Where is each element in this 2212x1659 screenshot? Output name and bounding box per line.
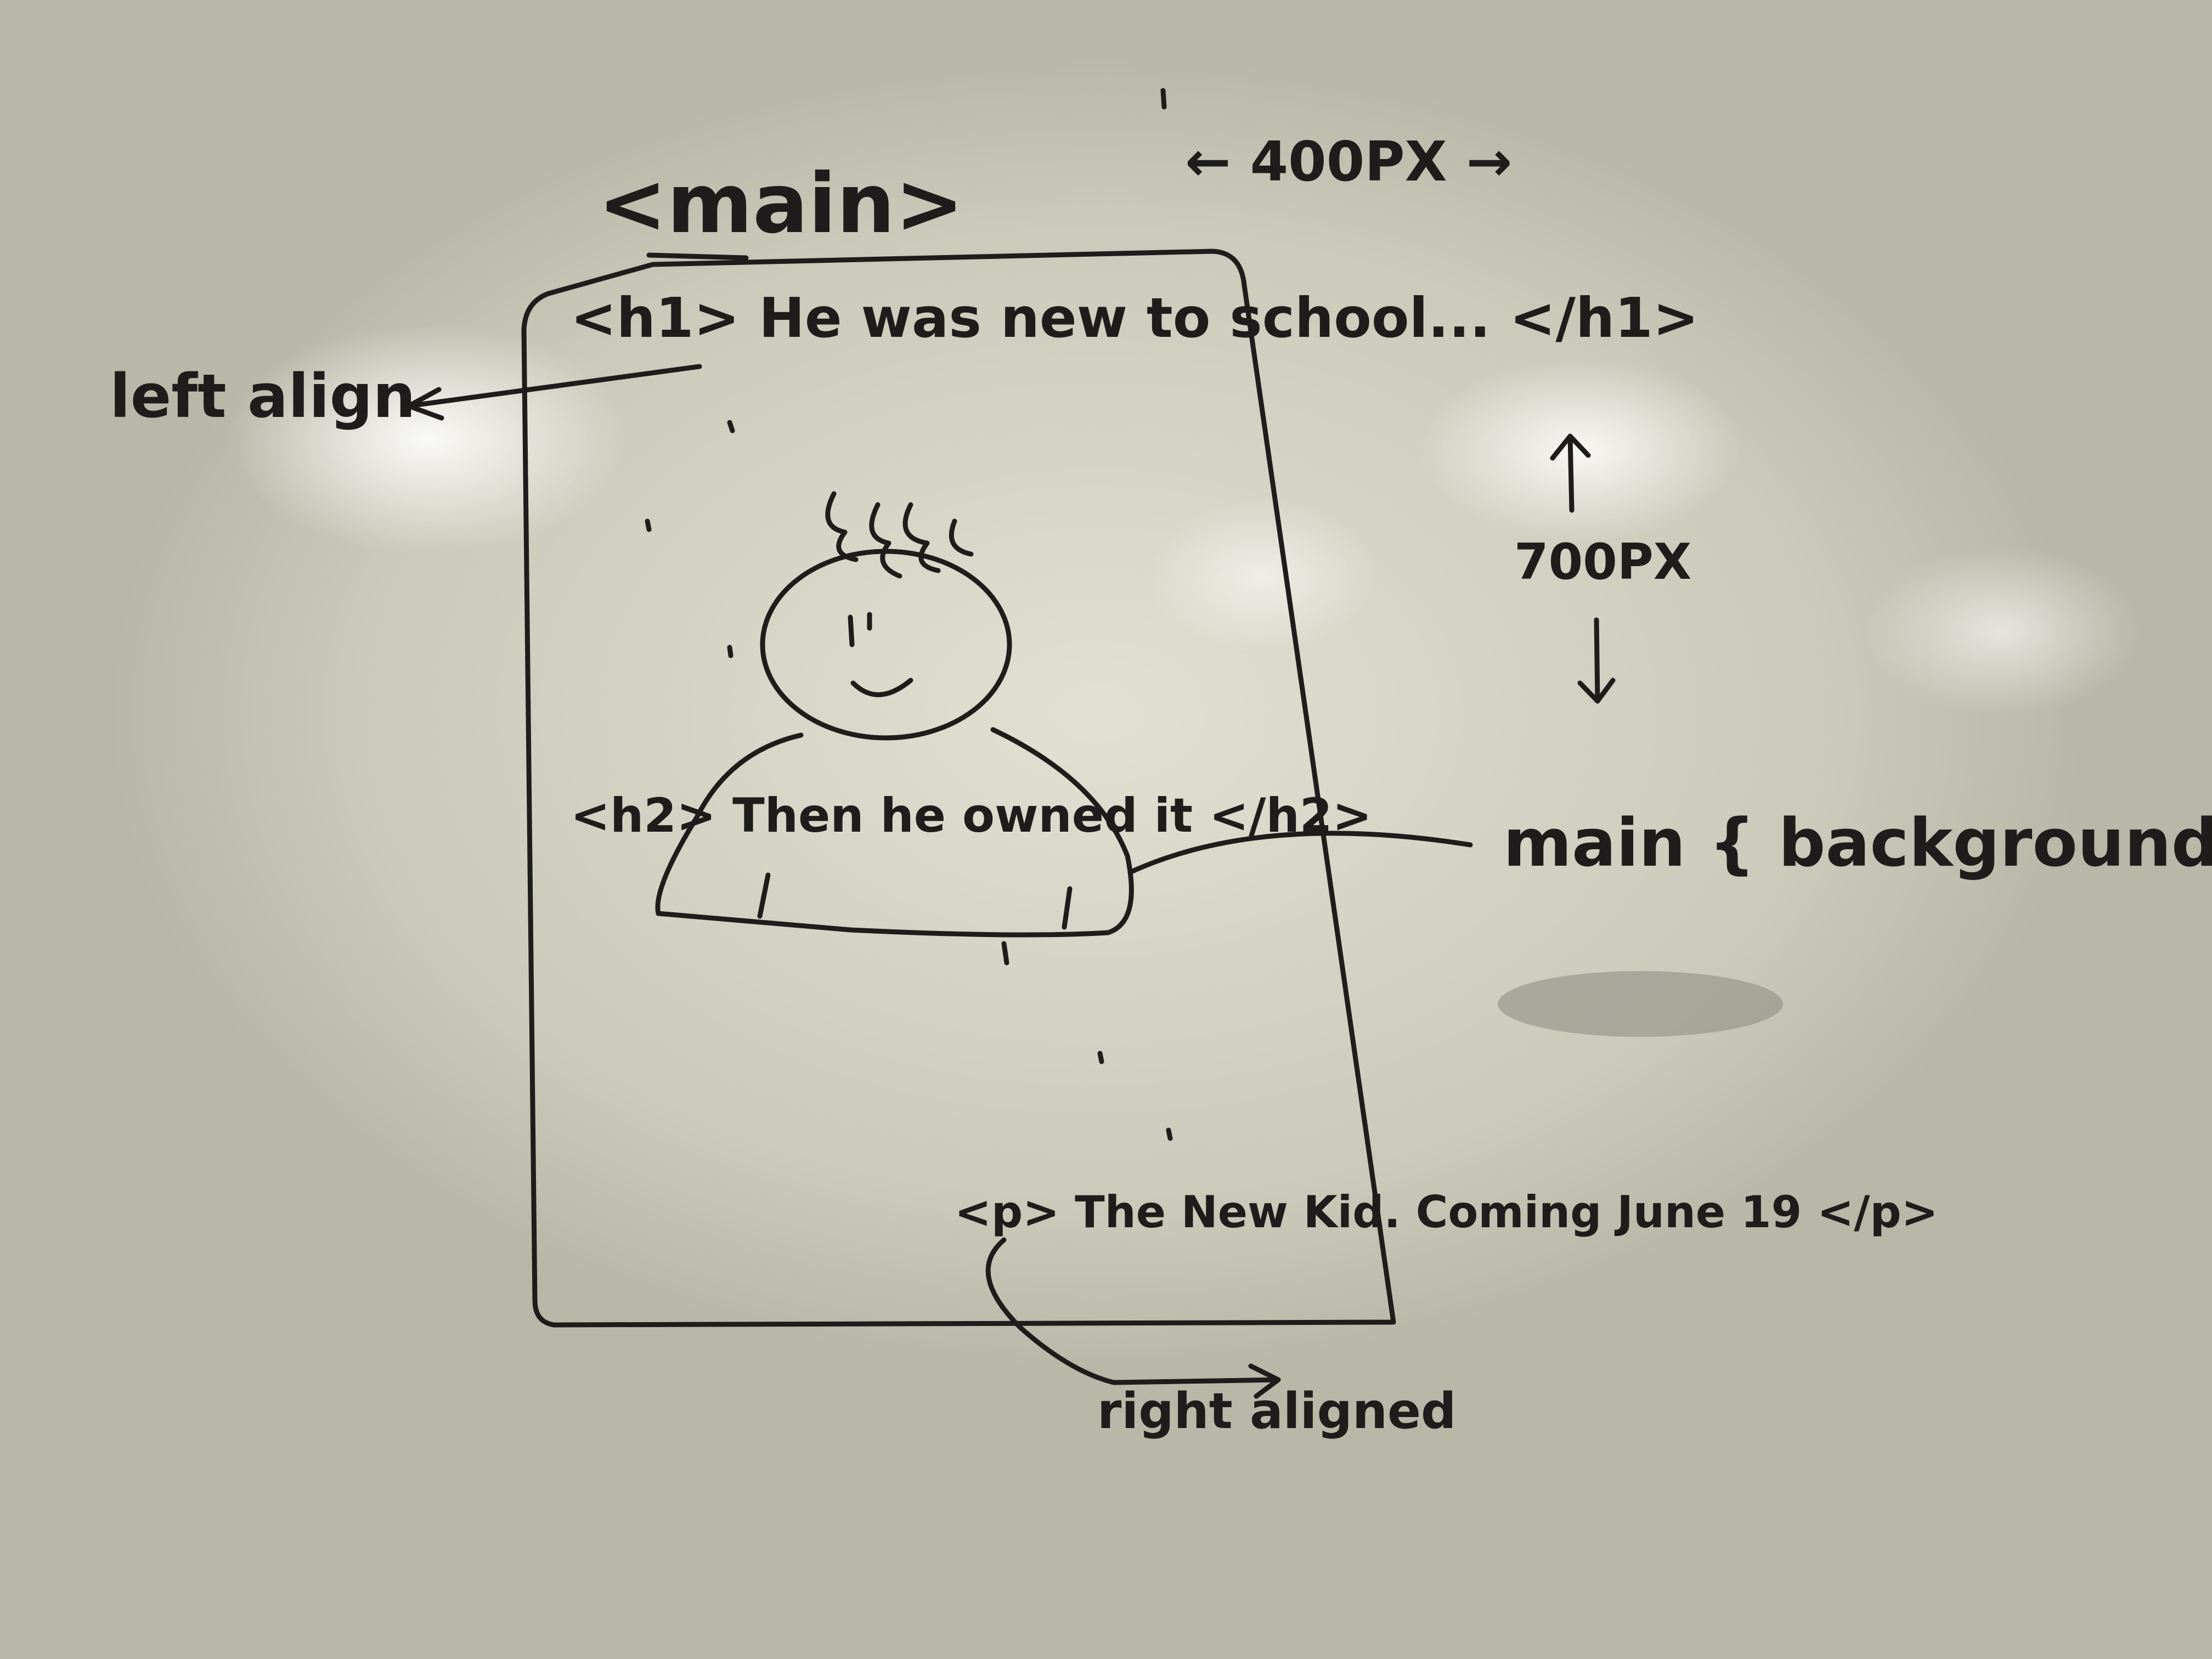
height-arrow-up	[1550, 433, 1591, 513]
character-body	[655, 727, 1134, 938]
right-align-arrow	[985, 1237, 1281, 1399]
main-tag-label: <main>	[598, 156, 964, 252]
h2-headline: <h2> Then he owned it </h2>	[571, 788, 1372, 843]
eraser-smudge	[1498, 971, 1783, 1037]
character-hair	[825, 491, 974, 579]
height-arrow-down	[1577, 617, 1616, 704]
css-leader-line	[1127, 831, 1473, 875]
right-align-annotation: right aligned	[1097, 1383, 1457, 1440]
main-frame	[521, 249, 1396, 1328]
character-eyes	[848, 612, 872, 647]
left-align-arrow	[406, 364, 702, 421]
paragraph-caption: <p> The New Kid. Coming June 19 </p>	[955, 1187, 1938, 1238]
character-head	[760, 549, 1012, 741]
stray-marks	[645, 88, 1173, 1141]
css-rule-note: main { background-image: url( );	[1503, 805, 2212, 882]
height-annotation: 700PX	[1514, 533, 1692, 591]
left-align-annotation: left align	[110, 361, 416, 431]
width-annotation: ← 400PX →	[1185, 129, 1513, 194]
h1-headline: <h1> He was new to school... </h1>	[571, 286, 1699, 350]
character-arm-marks	[757, 872, 1073, 966]
character-smile	[850, 678, 913, 697]
